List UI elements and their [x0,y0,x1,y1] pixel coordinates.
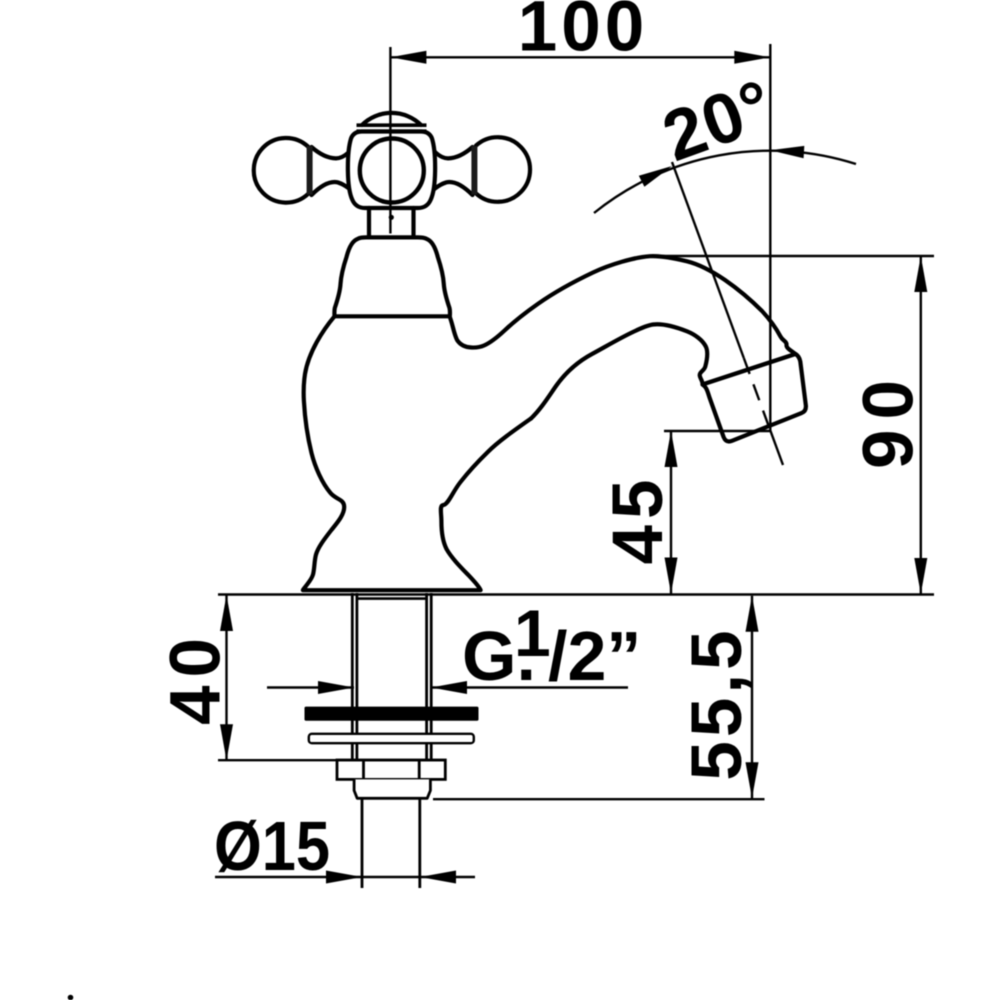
svg-text:100: 100 [518,0,648,67]
svg-text:G.: G. [462,617,536,695]
svg-text:20°: 20° [653,65,784,177]
svg-text:45: 45 [599,474,678,565]
svg-text:90: 90 [850,370,929,469]
svg-text:55,5: 55,5 [678,626,757,780]
svg-text:/2”: /2” [548,617,641,695]
svg-text:40: 40 [157,630,236,725]
svg-text:1: 1 [514,596,551,670]
svg-text:Ø15: Ø15 [214,807,330,885]
